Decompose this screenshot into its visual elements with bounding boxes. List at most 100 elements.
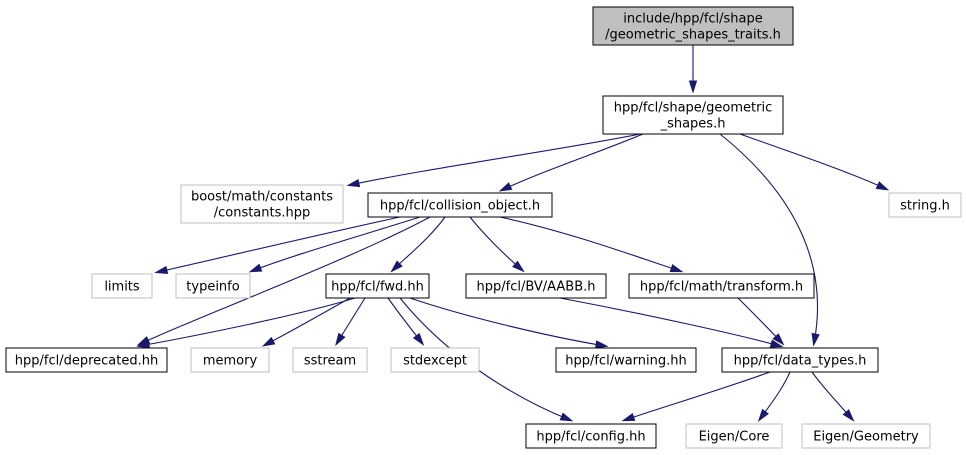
node-label: limits [104, 280, 140, 295]
edge-collision_object-to-typeinfo [248, 216, 421, 273]
node-fwd[interactable]: hpp/fcl/fwd.hh [325, 273, 430, 299]
dependency-edges [136, 45, 890, 422]
arrowhead-icon [875, 181, 890, 191]
node-box [801, 423, 931, 449]
edge-line [157, 216, 401, 273]
edge-data_types-to-eigen_geometry [811, 371, 855, 422]
arrowhead-icon [842, 409, 855, 422]
node-collision-object[interactable]: hpp/fcl/collision_object.h [367, 192, 553, 218]
edge-root-to-geometric_shapes [688, 45, 698, 94]
arrowhead-icon [390, 260, 403, 273]
node-sstream: sstream [292, 347, 368, 373]
node-eigen-core: Eigen/Core [685, 423, 783, 449]
node-box [180, 184, 344, 224]
node-warning[interactable]: hpp/fcl/warning.hh [555, 347, 697, 373]
arrowhead-icon [136, 340, 151, 349]
edge-collision_object-to-fwd [390, 216, 446, 273]
node-limits: limits [91, 273, 153, 299]
node-label: typeinfo [186, 280, 239, 295]
edge-line [469, 216, 523, 271]
node-label: Eigen/Geometry [813, 430, 919, 445]
arrowhead-icon [811, 332, 820, 347]
node-box [5, 347, 168, 373]
edge-line [501, 133, 644, 191]
edge-line [139, 216, 431, 345]
edge-fwd-to-config [399, 297, 574, 422]
arrowhead-icon [498, 182, 513, 192]
edge-fwd-to-deprecated [136, 297, 356, 349]
edge-collision_object-to-limits [154, 216, 401, 274]
node-box [292, 347, 368, 373]
node-box [555, 347, 697, 373]
node-label: hpp/fcl/BV/AABB.h [477, 280, 596, 295]
arrowhead-icon [559, 412, 574, 422]
node-label: include/hpp/fcl/shape [623, 12, 763, 27]
node-transform[interactable]: hpp/fcl/math/transform.h [628, 273, 815, 299]
node-label: hpp/fcl/config.hh [536, 430, 645, 445]
node-stdexcept: stdexcept [390, 347, 480, 373]
file-nodes: include/hpp/fcl/shape/geometric_shapes_t… [5, 6, 962, 449]
node-box [525, 423, 657, 449]
node-box [888, 192, 962, 218]
edge-fwd-to-warning [409, 297, 609, 349]
node-label: _shapes.h [660, 117, 726, 132]
node-label: sstream [304, 354, 356, 369]
edge-line [251, 216, 421, 272]
node-label: Eigen/Core [699, 430, 770, 445]
edge-fwd-to-sstream [335, 297, 366, 347]
edge-line [409, 297, 606, 347]
arrowhead-icon [261, 336, 276, 347]
node-config[interactable]: hpp/fcl/config.hh [525, 423, 657, 449]
node-box [465, 273, 607, 299]
node-box [602, 95, 784, 135]
node-deprecated[interactable]: hpp/fcl/deprecated.hh [5, 347, 168, 373]
edge-line [559, 297, 781, 347]
node-label: /constants.hpp [214, 206, 311, 221]
node-box [190, 347, 270, 373]
arrowhead-icon [248, 263, 263, 273]
arrowhead-icon [594, 340, 609, 349]
node-root[interactable]: include/hpp/fcl/shape/geometric_shapes_t… [592, 6, 794, 46]
node-box [367, 192, 553, 218]
node-data-types[interactable]: hpp/fcl/data_types.h [721, 347, 879, 373]
edge-line [719, 133, 818, 344]
edge-transform-to-data_types [737, 297, 785, 346]
edge-data_types-to-config [621, 371, 771, 422]
node-box [325, 273, 430, 299]
edge-line [349, 133, 641, 186]
node-label: hpp/fcl/data_types.h [734, 354, 867, 369]
edge-line [499, 216, 681, 272]
edge-aabb-to-data_types [559, 297, 784, 348]
edge-geometric_shapes-to-collision_object [498, 133, 644, 192]
node-box [685, 423, 783, 449]
node-box [91, 273, 153, 299]
node-box [628, 273, 815, 299]
node-label: stdexcept [403, 354, 467, 369]
node-geometric-shapes[interactable]: hpp/fcl/shape/geometric_shapes.h [602, 95, 784, 135]
edge-geometric_shapes-to-string_h [739, 133, 890, 191]
edge-collision_object-to-aabb [469, 216, 525, 273]
edge-line [624, 371, 771, 421]
node-label: hpp/fcl/math/transform.h [640, 280, 803, 295]
arrowhead-icon [154, 265, 169, 274]
edge-fwd-to-memory [261, 297, 351, 347]
node-label: hpp/fcl/deprecated.hh [15, 354, 158, 369]
edge-line [139, 297, 356, 347]
edge-line [739, 133, 887, 190]
edge-geometric_shapes-to-data_types [719, 133, 820, 347]
node-typeinfo: typeinfo [175, 273, 251, 299]
node-label: hpp/fcl/fwd.hh [331, 280, 424, 295]
node-label: hpp/fcl/shape/geometric [614, 101, 773, 116]
arrowhead-icon [769, 339, 784, 348]
edge-fwd-to-stdexcept [387, 297, 425, 346]
edge-line [399, 297, 571, 421]
arrowhead-icon [757, 408, 769, 422]
node-label: string.h [900, 199, 950, 214]
node-aabb[interactable]: hpp/fcl/BV/AABB.h [465, 273, 607, 299]
arrowhead-icon [346, 178, 361, 188]
node-box [592, 6, 794, 46]
node-eigen-geometry: Eigen/Geometry [801, 423, 931, 449]
arrowhead-icon [412, 332, 425, 346]
arrowhead-icon [669, 264, 684, 273]
